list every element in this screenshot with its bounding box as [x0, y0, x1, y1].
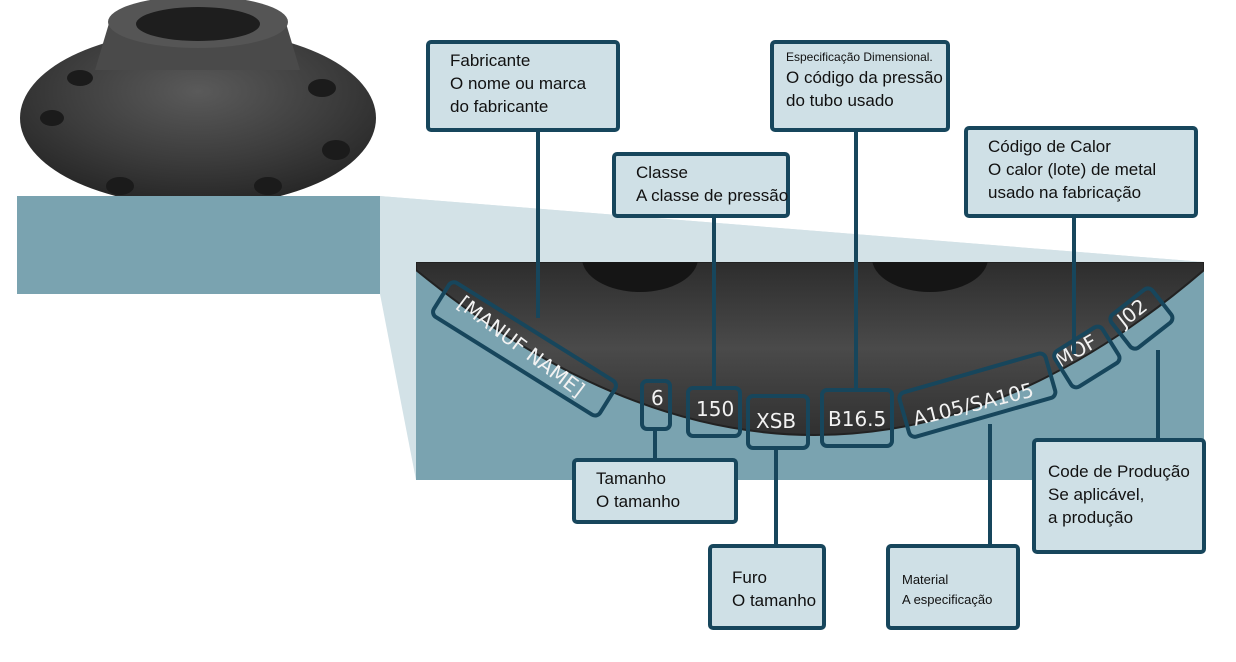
callout-line: O tamanho [596, 492, 681, 511]
callout-line: usado na fabricação [988, 183, 1142, 202]
marking-text: XSB [756, 409, 796, 433]
callout-line: do tubo usado [786, 91, 894, 110]
callout-line: A especificação [902, 592, 993, 607]
callout-title: Código de Calor [988, 137, 1111, 156]
callout-producao: Code de Produção Se aplicável, a produçã… [1032, 438, 1206, 554]
callout-line: O nome ou marca [450, 74, 587, 93]
marking-text: 150 [696, 397, 734, 421]
callout-title: Tamanho [596, 469, 666, 488]
marking-text: 6 [651, 386, 664, 410]
callout-line: A classe de pressão [636, 186, 789, 205]
callout-line: do fabricante [450, 97, 549, 116]
callout-espec: Especificação Dimensional. O código da p… [770, 40, 950, 132]
callout-line: Se aplicável, [1048, 485, 1145, 504]
callout-line: O código da pressão [786, 68, 943, 87]
callout-line: a produção [1048, 508, 1134, 527]
callout-tamanho: Tamanho O tamanho [572, 458, 738, 524]
callout-title: Fabricante [450, 51, 531, 70]
callout-fabricante: Fabricante O nome ou marca do fabricante [426, 40, 620, 132]
callout-calor: Código de Calor O calor (lote) de metal … [964, 126, 1198, 218]
callout-title: Code de Produção [1048, 462, 1190, 481]
leader-lines [536, 128, 1160, 545]
callout-furo: Furo O tamanho [708, 544, 826, 630]
callout-classe: Classe A classe de pressão [612, 152, 790, 218]
callout-line: O calor (lote) de metal [988, 160, 1157, 179]
callout-material: Material A especificação [886, 544, 1020, 630]
callout-title: Classe [636, 163, 688, 182]
callout-title: Material [902, 572, 949, 587]
callout-title: Especificação Dimensional. [786, 50, 933, 64]
marking-text: B16.5 [828, 407, 886, 431]
flange-photo [20, 0, 376, 206]
callout-line: O tamanho [732, 591, 817, 610]
highlight-band [17, 196, 380, 294]
callout-title: Furo [732, 568, 767, 587]
